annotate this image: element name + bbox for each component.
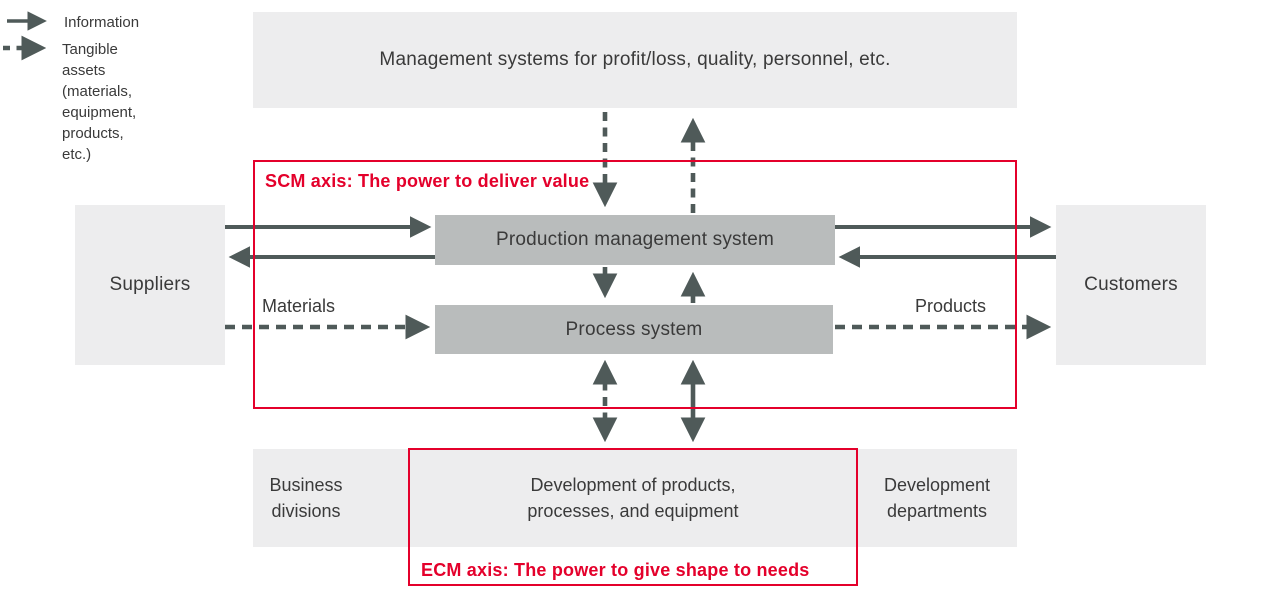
management-systems-box: Management systems for profit/loss, qual… [253,12,1017,108]
products-flow-label: Products [915,296,987,316]
ecm-axis-label: ECM axis: The power to give shape to nee… [421,560,810,580]
scm-axis-frame [253,160,1017,409]
suppliers-label: Suppliers [109,274,191,295]
materials-flow-label: Materials [262,296,336,316]
production-management-system-label: Production management system [495,229,775,250]
development-panel [253,449,1017,547]
management-systems-label: Management systems for profit/loss, qual… [379,49,891,70]
customers-box: Customers [1056,205,1206,365]
development-center-label: Development of products, processes, and … [527,475,739,521]
legend-tangible-assets-label: Tangible assets (materials, equipment, p… [62,41,137,163]
process-system-label: Process system [565,318,703,340]
process-system-box: Process system [435,305,833,354]
production-management-system-box: Production management system [435,215,835,265]
development-departments-label: Development departments [883,475,991,521]
suppliers-box: Suppliers [75,205,225,365]
business-divisions-label: Business divisions [269,475,343,521]
legend-information-label: Information [64,14,140,31]
scm-axis-label: SCM axis: The power to deliver value [265,171,590,191]
customers-label: Customers [1084,274,1178,295]
ecm-axis-frame [408,448,858,586]
